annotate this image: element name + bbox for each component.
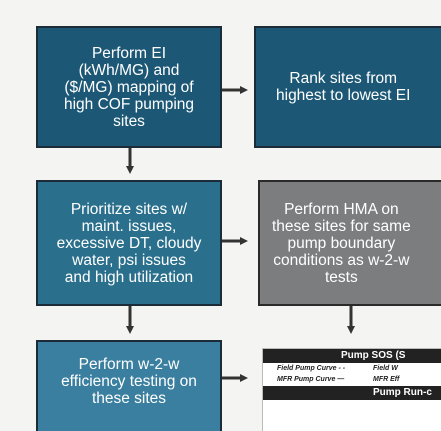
prioritize-text: Prioritize sites w/ maint. issues, exces… [56, 200, 202, 286]
legend-field-w: Field W [373, 365, 398, 372]
perform-ei-box: Perform EI (kWh/MG) and ($/MG) mapping o… [36, 26, 222, 148]
perform-ei-text: Perform EI (kWh/MG) and ($/MG) mapping o… [63, 44, 195, 130]
pump-sos-chart-thumbnail: Pump SOS (S Field Pump Curve - - Field W… [262, 348, 441, 431]
prioritize-box: Prioritize sites w/ maint. issues, exces… [36, 180, 222, 306]
legend-row-mfr: MFR Pump Curve — MFR Eff [263, 374, 441, 385]
rank-sites-text: Rank sites from highest to lowest EI [276, 70, 411, 104]
rank-sites-box: Rank sites from highest to lowest EI [254, 26, 441, 148]
legend-row-field: Field Pump Curve - - Field W [263, 363, 441, 374]
perform-hma-text: Perform HMA on these sites for same pump… [272, 200, 411, 286]
w2w-testing-box: Perform w-2-w efficiency testing on thes… [36, 340, 222, 431]
legend-field-pump-curve: Field Pump Curve - - [277, 365, 346, 372]
pump-sos-header: Pump SOS (S [263, 349, 441, 363]
perform-hma-box: Perform HMA on these sites for same pump… [258, 180, 441, 306]
w2w-testing-text: Perform w-2-w efficiency testing on thes… [61, 356, 197, 407]
legend-mfr-eff: MFR Eff [373, 376, 400, 383]
legend-mfr-pump-curve: MFR Pump Curve — [277, 376, 345, 383]
pump-run-band: Pump Run-c [263, 386, 441, 400]
